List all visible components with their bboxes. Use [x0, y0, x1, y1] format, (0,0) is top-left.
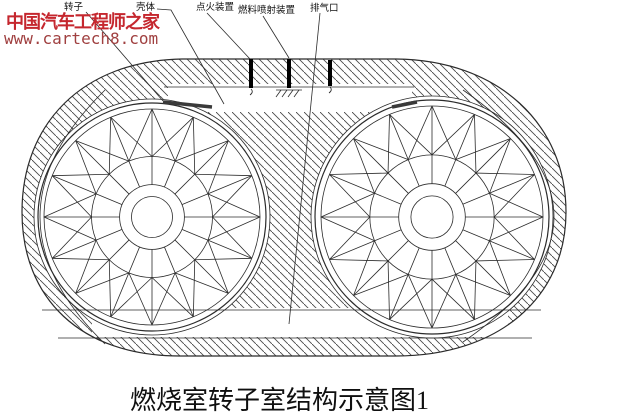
injector-ground-symbol [275, 89, 302, 98]
watermark-site-url[interactable]: www.cartech8.com [4, 29, 159, 48]
ignition-device-bar [249, 59, 253, 88]
ignition-tip-mark [249, 88, 253, 96]
rotor-leader [85, 11, 164, 102]
left-chamber-bore [37, 102, 267, 332]
fuel-injector-leader [262, 15, 290, 59]
right-chamber-bore [314, 99, 550, 335]
right-rotor [320, 105, 544, 329]
fuel-injector-bar [287, 59, 291, 88]
ignition-leader [206, 12, 251, 60]
right-apex-seal [391, 100, 418, 109]
fuel-injector-label: 燃料喷射装置 [238, 4, 295, 16]
left-chamber-liner [33, 98, 271, 336]
right-endcap-bore-arc [462, 89, 555, 343]
housing-leader [156, 8, 225, 105]
left-endcap-bore-arc [39, 89, 106, 345]
exhaust-port-label: 排气口 [310, 2, 339, 14]
left-apex-seal [162, 100, 213, 109]
secondary-device-bar [328, 60, 332, 86]
ignition-label: 点火装置 [196, 1, 234, 13]
housing-label: 壳体 [136, 1, 156, 13]
left-rotor [43, 108, 261, 326]
figure-caption: 燃烧室转子室结构示意图1 [130, 386, 430, 415]
secondary-tip-mark [328, 86, 332, 94]
watermark-site-name: 中国汽车工程师之家 [6, 12, 160, 33]
rotor-label: 转子 [64, 1, 84, 13]
exhaust-leader [288, 12, 321, 325]
